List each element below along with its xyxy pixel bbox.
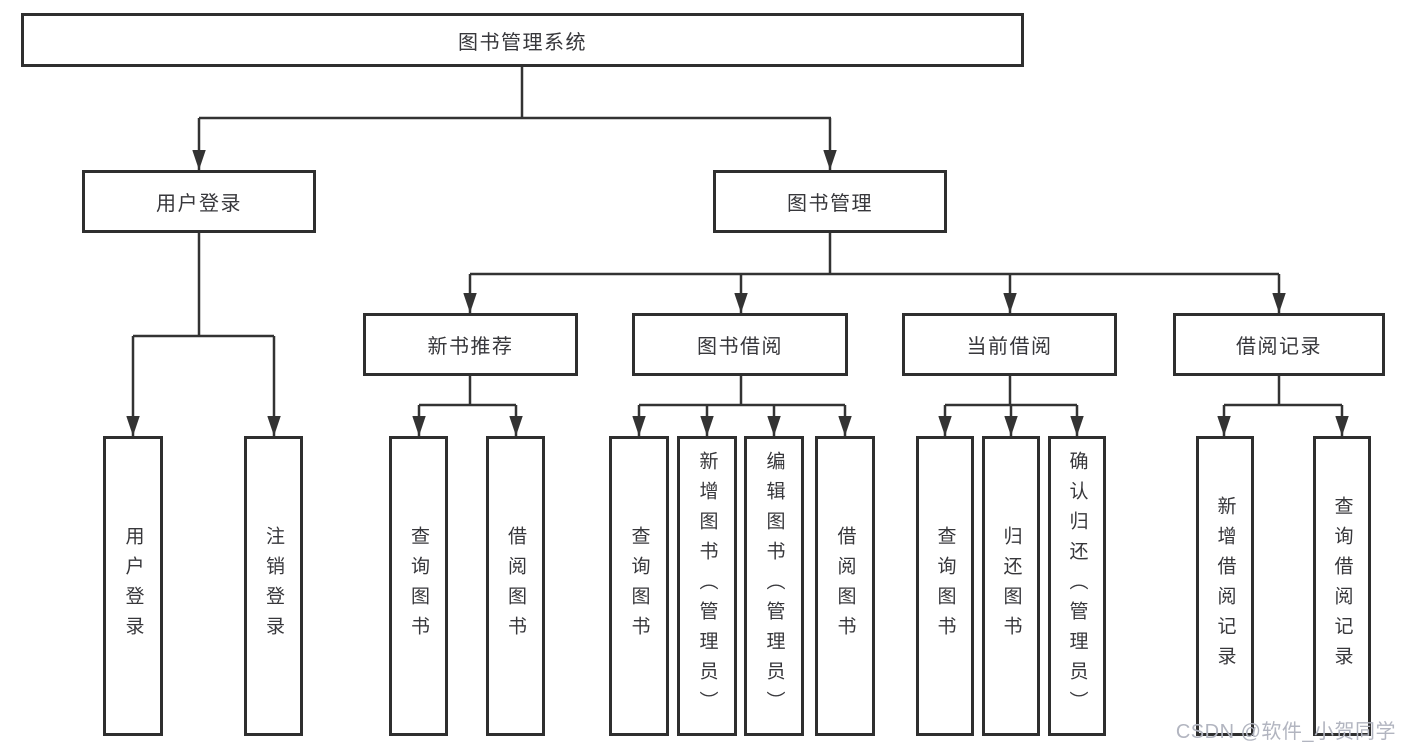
- leaf-newbooks-borrow: 借阅图书: [486, 436, 545, 736]
- leaf-borrow-query: 查询图书: [609, 436, 669, 736]
- node-borrow-records: 借阅记录: [1173, 313, 1385, 376]
- leaf-records-add-label: 新增借阅记录: [1214, 496, 1236, 676]
- leaf-borrow-edit: 编辑图书（管理员）: [744, 436, 804, 736]
- node-book-management: 图书管理: [713, 170, 947, 233]
- edges-new-book-recommend: [412, 376, 523, 436]
- leaf-current-query: 查询图书: [916, 436, 974, 736]
- leaf-records-query: 查询借阅记录: [1313, 436, 1371, 736]
- leaf-borrow-add: 新增图书（管理员）: [677, 436, 737, 736]
- leaf-borrow-edit-label: 编辑图书（管理员）: [763, 451, 785, 721]
- leaf-current-confirm-label: 确认归还（管理员）: [1066, 451, 1088, 721]
- node-current-borrow: 当前借阅: [902, 313, 1117, 376]
- leaf-records-query-label: 查询借阅记录: [1331, 496, 1353, 676]
- node-new-book-recommend: 新书推荐: [363, 313, 578, 376]
- leaf-current-confirm: 确认归还（管理员）: [1048, 436, 1106, 736]
- leaf-borrow-borrow: 借阅图书: [815, 436, 875, 736]
- leaf-current-return: 归还图书: [982, 436, 1040, 736]
- edges-user-login: [126, 233, 281, 436]
- csdn-watermark: CSDN @软件_小贺同学: [1175, 721, 1396, 743]
- edges-book-borrow: [632, 376, 852, 436]
- leaf-borrow-borrow-label: 借阅图书: [834, 526, 856, 646]
- edges-borrow-records: [1217, 376, 1349, 436]
- node-book-borrow: 图书借阅: [632, 313, 848, 376]
- edges-book-management: [463, 233, 1286, 313]
- leaf-current-query-label: 查询图书: [934, 526, 956, 646]
- edges-current-borrow: [938, 376, 1084, 436]
- leaf-newbooks-query-label: 查询图书: [408, 526, 429, 646]
- leaf-borrow-add-label: 新增图书（管理员）: [696, 451, 718, 721]
- leaf-user-login: 用户登录: [103, 436, 163, 736]
- leaf-user-login-label: 用户登录: [122, 526, 144, 646]
- node-user-login: 用户登录: [82, 170, 316, 233]
- leaf-records-add: 新增借阅记录: [1196, 436, 1254, 736]
- edges-root: [192, 67, 837, 170]
- node-root: 图书管理系统: [21, 13, 1024, 67]
- leaf-newbooks-borrow-label: 借阅图书: [505, 526, 526, 646]
- leaf-borrow-query-label: 查询图书: [628, 526, 650, 646]
- leaf-newbooks-query: 查询图书: [389, 436, 448, 736]
- leaf-logout-label: 注销登录: [263, 526, 284, 646]
- leaf-current-return-label: 归还图书: [1000, 526, 1022, 646]
- leaf-logout: 注销登录: [244, 436, 303, 736]
